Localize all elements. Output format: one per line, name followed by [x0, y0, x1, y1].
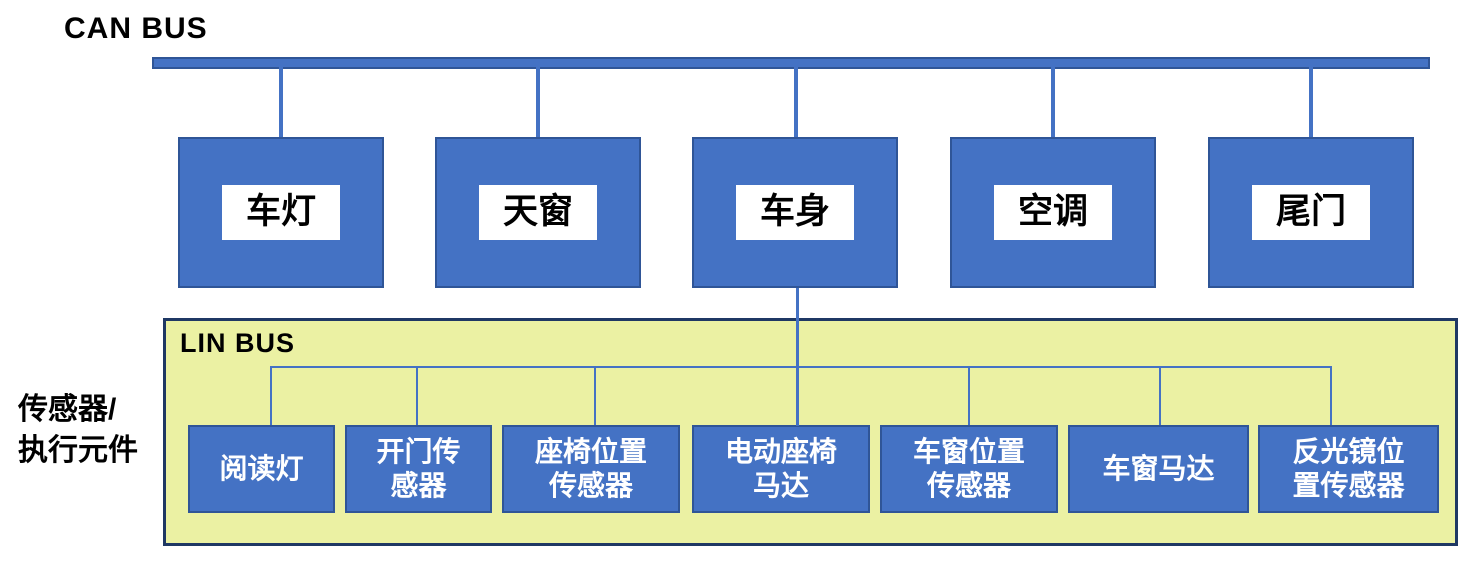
lin-node-door-sensor: 开门传 感器	[345, 425, 492, 513]
can-bus-label: CAN BUS	[64, 12, 208, 45]
can-node-body: 车身	[692, 137, 898, 288]
lin-connector-mirror-position-sensor	[1330, 366, 1332, 425]
can-node-ac-label: 空调	[993, 185, 1112, 240]
can-connector-headlight	[279, 67, 283, 137]
can-node-sunroof: 天窗	[435, 137, 641, 288]
lin-connector-window-motor	[1159, 366, 1161, 425]
lin-bus-line	[270, 366, 1332, 368]
lin-bus-container: LIN BUS 阅读灯 开门传 感器 座椅位置 传感器 电动座椅 马达 车窗位置…	[163, 318, 1458, 546]
can-node-headlight-label: 车灯	[221, 185, 340, 240]
lin-connector-seat-position-sensor	[594, 366, 596, 425]
can-connector-ac	[1051, 67, 1055, 137]
can-node-sunroof-label: 天窗	[478, 185, 597, 240]
sensors-actuators-label: 传感器/ 执行元件	[18, 393, 138, 467]
can-connector-tailgate	[1309, 67, 1313, 137]
can-node-tailgate-label: 尾门	[1251, 185, 1370, 240]
body-to-lin-connector	[796, 288, 799, 426]
lin-connector-reading-light	[270, 366, 272, 425]
lin-node-window-motor: 车窗马达	[1068, 425, 1249, 513]
can-connector-body	[794, 67, 798, 137]
lin-connector-window-position-sensor	[968, 366, 970, 425]
can-bus-line	[152, 57, 1430, 69]
lin-connector-door-sensor	[416, 366, 418, 425]
can-node-tailgate: 尾门	[1208, 137, 1414, 288]
lin-node-window-position-sensor: 车窗位置 传感器	[880, 425, 1058, 513]
can-node-body-label: 车身	[735, 185, 854, 240]
lin-node-electric-seat-motor: 电动座椅 马达	[692, 425, 870, 513]
can-connector-sunroof	[536, 67, 540, 137]
lin-node-mirror-position-sensor: 反光镜位 置传感器	[1258, 425, 1439, 513]
lin-node-reading-light: 阅读灯	[188, 425, 335, 513]
can-node-headlight: 车灯	[178, 137, 384, 288]
lin-bus-label: LIN BUS	[180, 328, 295, 358]
lin-node-seat-position-sensor: 座椅位置 传感器	[502, 425, 680, 513]
can-node-ac: 空调	[950, 137, 1156, 288]
